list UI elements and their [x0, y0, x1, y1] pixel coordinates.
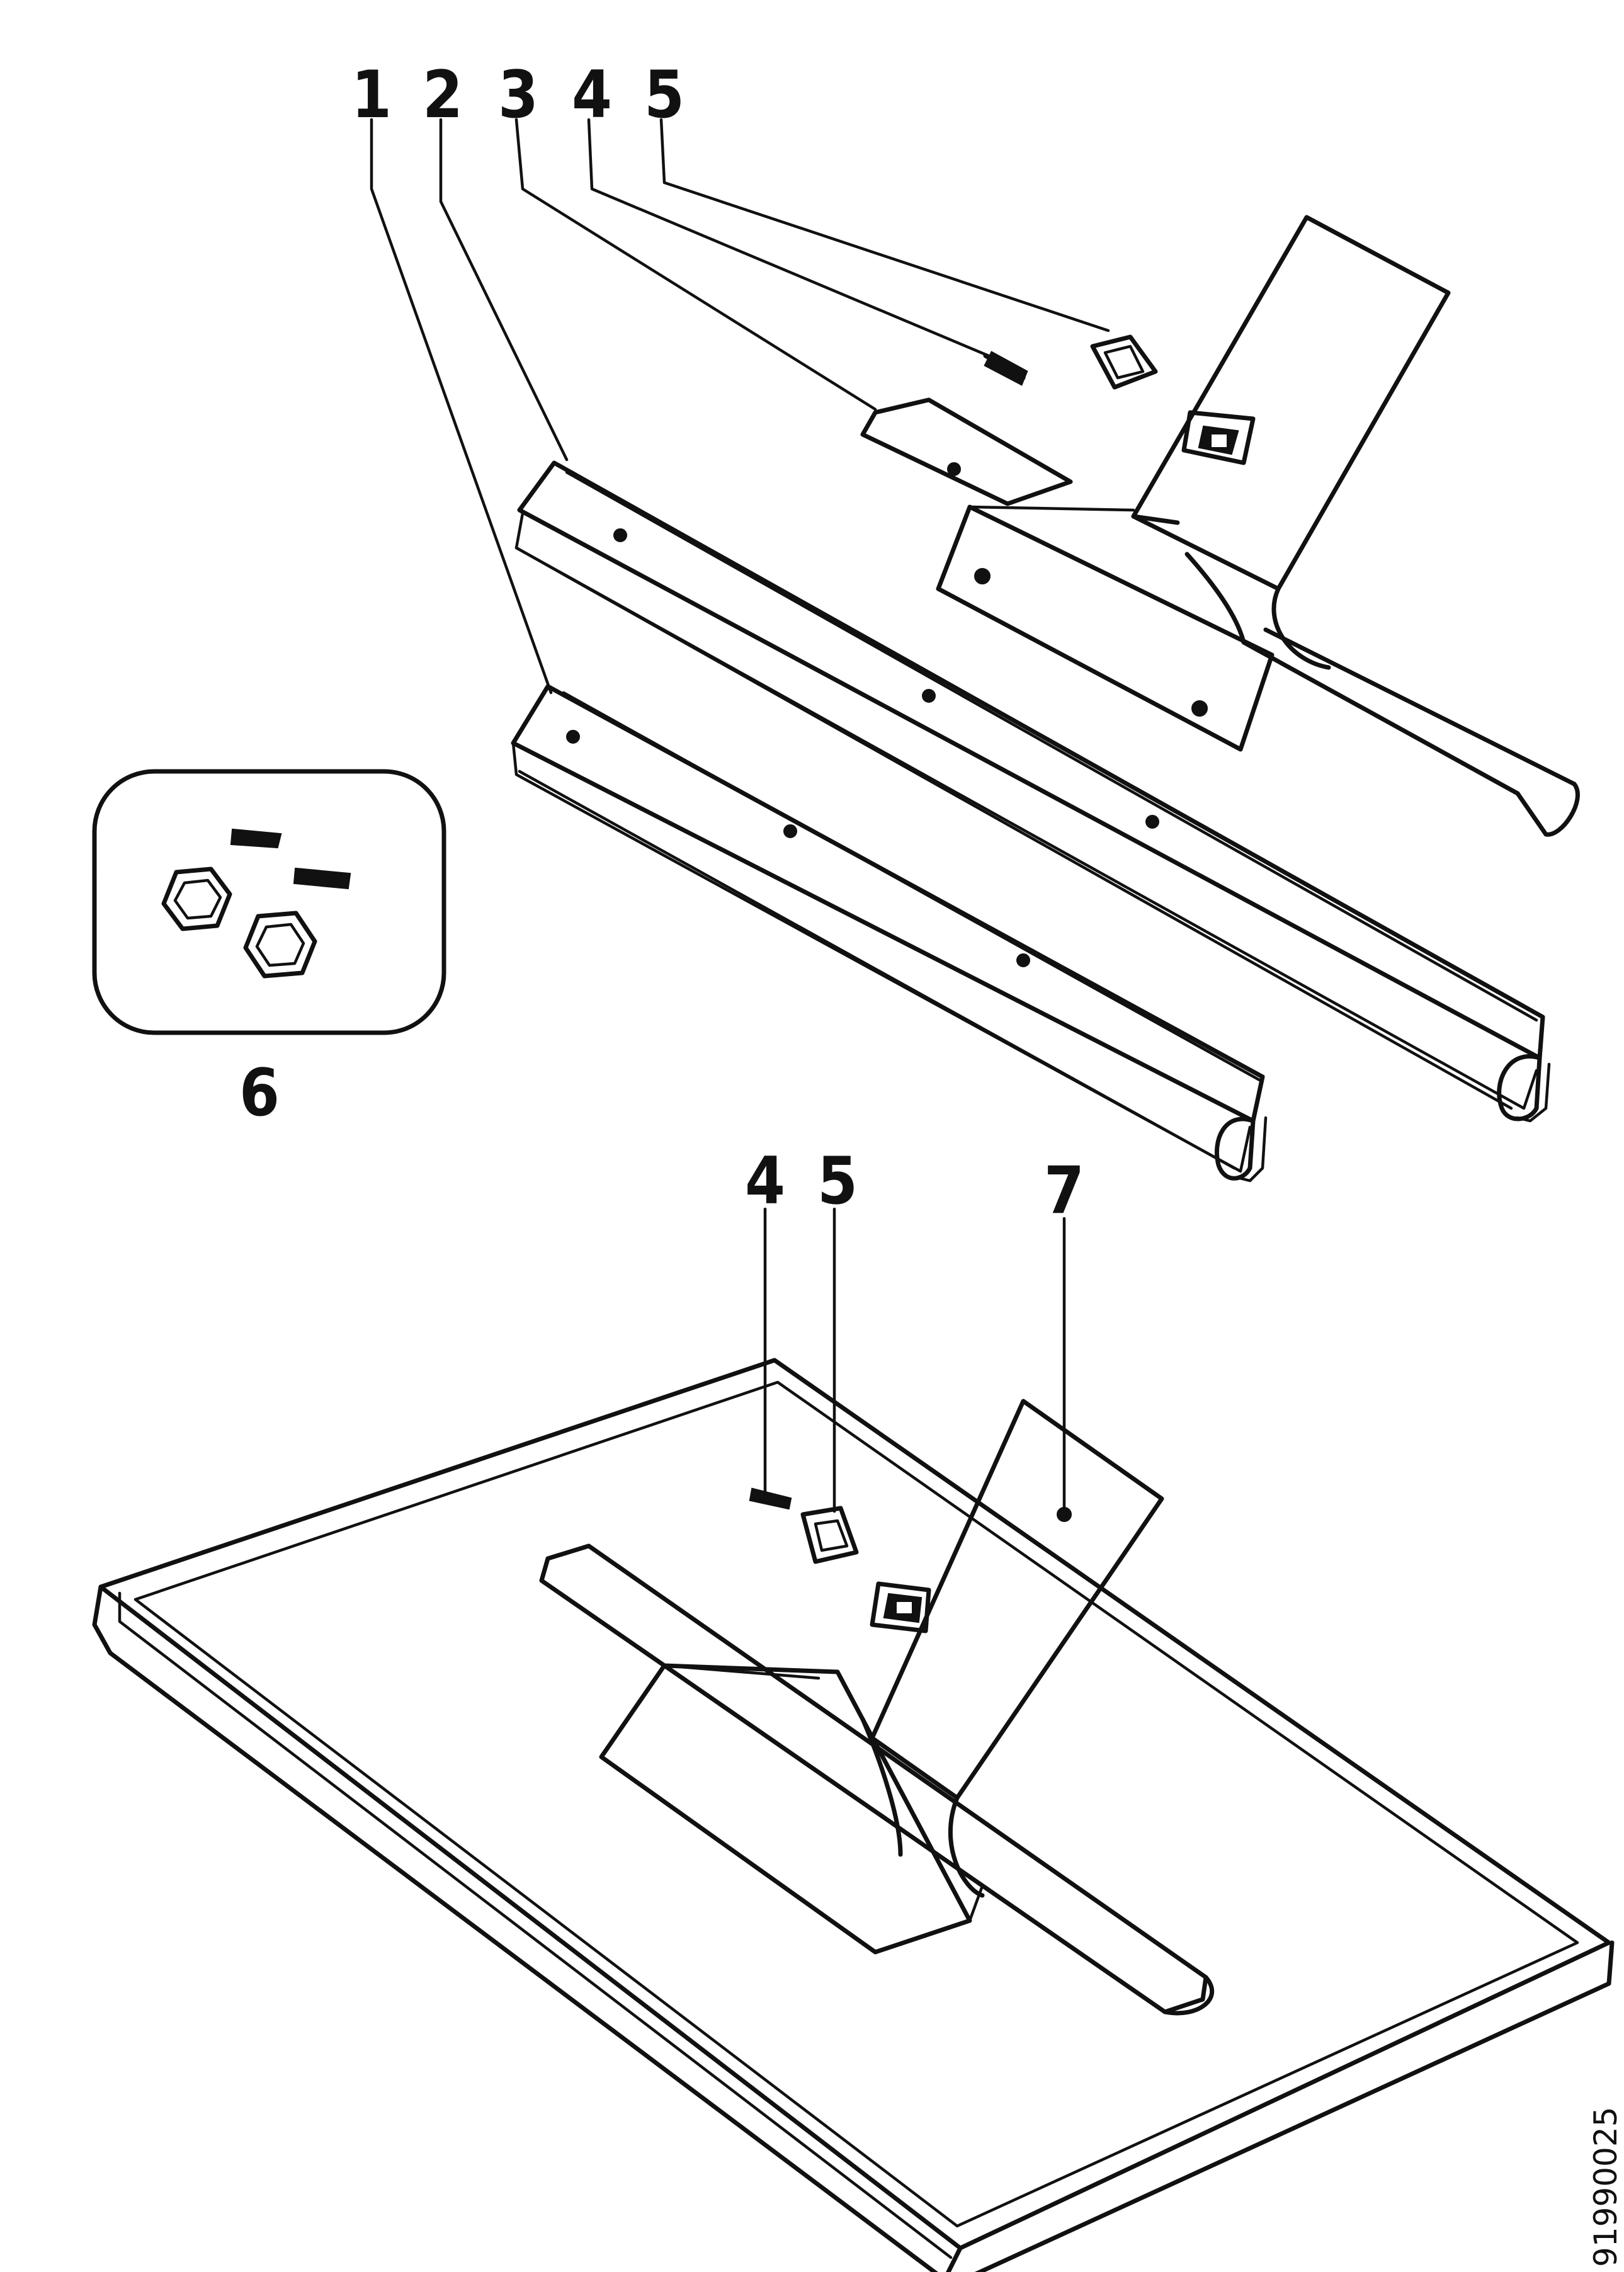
exploded-assembly: [370, 118, 1580, 1183]
callout-6: 6: [239, 1055, 280, 1131]
callout-2: 2: [422, 57, 463, 133]
bracket-part-3: [860, 397, 1073, 506]
top-leader-lines: [370, 118, 1110, 695]
rear-rail-part: [514, 460, 1551, 1123]
callout-7: 7: [1043, 1153, 1085, 1229]
callout-5-bottom: 5: [817, 1144, 858, 1219]
front-rail-part: [511, 684, 1268, 1183]
callout-3: 3: [497, 57, 539, 133]
accessory-bag-part-6: [92, 769, 446, 1035]
callout-1: 1: [351, 57, 392, 133]
callout-5: 5: [644, 57, 685, 133]
saddle-plate-part: [936, 504, 1275, 752]
figure-code: 91990025: [1587, 2106, 1624, 2268]
callout-4: 4: [571, 57, 613, 133]
assembled-base: [92, 1207, 1615, 2272]
callout-4-bottom: 4: [744, 1144, 786, 1219]
screw-part-4: [983, 351, 1028, 386]
clip-part-5: [1090, 334, 1158, 390]
neck-post-part: [1131, 215, 1580, 837]
